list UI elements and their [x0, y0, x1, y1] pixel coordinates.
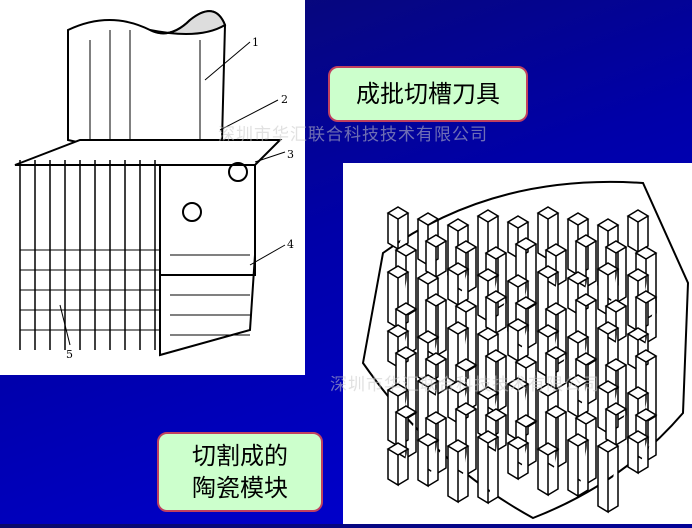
ceramic-pillar	[544, 243, 568, 288]
ceramic-pillar	[424, 234, 448, 279]
ceramic-pillar	[386, 442, 410, 487]
ceramic-pillar	[416, 433, 440, 488]
cutter-label: 成批切槽刀具	[328, 66, 528, 122]
cutter-label-text: 成批切槽刀具	[356, 79, 500, 108]
watermark: 深圳市华汇联合科技技术有限公司	[218, 125, 488, 145]
callout-2: 2	[281, 93, 288, 106]
cutter-tool-illustration: 1 2 3 4 5	[0, 0, 305, 375]
ceramic-module-illustration	[343, 163, 692, 524]
watermark: 深圳市华汇联合科技技术有限公司	[330, 375, 600, 395]
ceramic-pillar	[604, 240, 628, 305]
ceramic-pillar	[604, 402, 628, 447]
ceramic-pillar	[506, 318, 530, 363]
ceramic-pillar	[484, 408, 508, 453]
ceramic-pillar	[536, 442, 560, 497]
callout-4: 4	[287, 238, 294, 251]
ceramic-pillar	[626, 430, 650, 475]
ceramic-label-line1: 切割成的	[192, 441, 288, 470]
ceramic-label: 切割成的陶瓷模块	[157, 432, 323, 512]
ceramic-pillar	[446, 262, 470, 307]
ceramic-pillar	[454, 402, 478, 477]
ceramic-pillar	[386, 206, 410, 251]
callout-3: 3	[287, 148, 294, 161]
ceramic-pillar	[506, 436, 530, 481]
ceramic-pillar	[626, 209, 650, 254]
callout-1: 1	[252, 36, 259, 49]
ceramic-label-line2: 陶瓷模块	[192, 474, 288, 502]
ceramic-pillar	[544, 346, 568, 391]
ceramic-pillar	[476, 430, 500, 505]
ceramic-pillar	[596, 439, 620, 514]
ceramic-pillar	[566, 433, 590, 498]
ceramic-pillar	[484, 290, 508, 335]
ceramic-pillar	[566, 374, 590, 419]
ceramic-pillar	[446, 439, 470, 504]
callout-5: 5	[66, 348, 73, 361]
ceramic-pillar	[604, 299, 628, 344]
